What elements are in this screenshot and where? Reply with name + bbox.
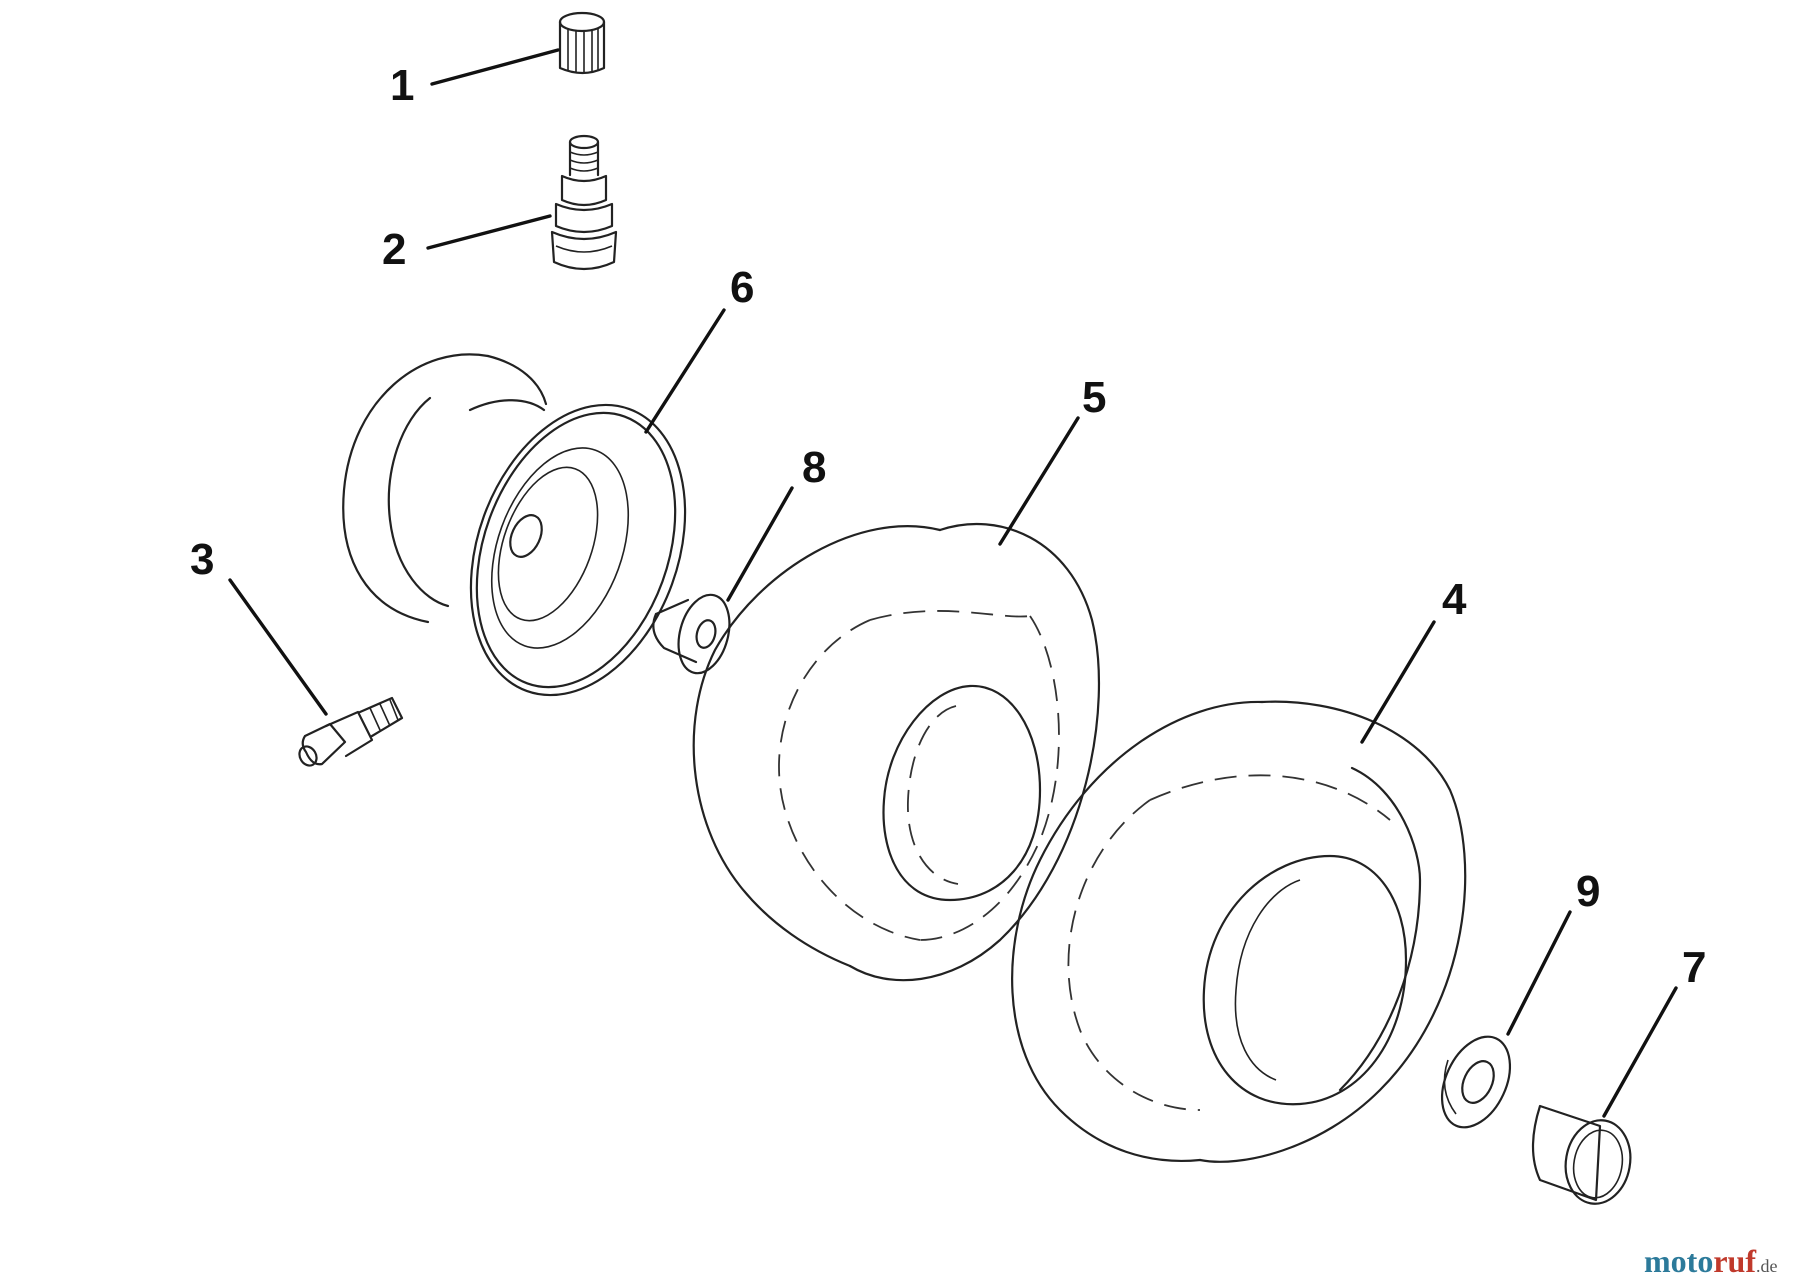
washer-icon	[1440, 1035, 1512, 1129]
watermark-logo: motoruf.de	[1644, 1243, 1777, 1279]
callout-5: 5	[1082, 373, 1106, 422]
watermark-part-c: .de	[1756, 1256, 1778, 1276]
callout-8: 8	[802, 443, 826, 492]
callout-7: 7	[1682, 943, 1706, 992]
svg-text:motoruf.de: motoruf.de	[1644, 1243, 1777, 1279]
grease-fitting-icon	[298, 696, 404, 767]
hub-cap-icon	[1531, 1104, 1632, 1205]
leader-line-9	[1506, 910, 1572, 1036]
leader-line-7	[1602, 986, 1678, 1118]
callout-9: 9	[1576, 867, 1600, 916]
leader-line-4	[1360, 620, 1436, 744]
tire-icon	[1011, 700, 1467, 1163]
callout-4: 4	[1442, 575, 1467, 624]
callout-2: 2	[382, 225, 406, 274]
leader-line-3	[228, 578, 328, 716]
leader-line-1	[430, 48, 560, 86]
valve-cap-icon	[558, 11, 606, 75]
tire-icon	[692, 522, 1101, 982]
leader-line-6	[644, 308, 726, 434]
callout-1: 1	[390, 61, 414, 110]
leader-line-5	[998, 416, 1080, 546]
leader-line-2	[426, 214, 552, 250]
callout-6: 6	[730, 263, 754, 312]
leader-line-8	[726, 486, 794, 602]
callout-3: 3	[190, 535, 214, 584]
watermark-part-a: moto	[1644, 1243, 1713, 1279]
valve-stem-icon	[550, 134, 618, 271]
wheel-rim-icon	[342, 353, 687, 697]
watermark-part-b: ruf	[1713, 1243, 1756, 1279]
bushing-icon	[652, 593, 731, 675]
